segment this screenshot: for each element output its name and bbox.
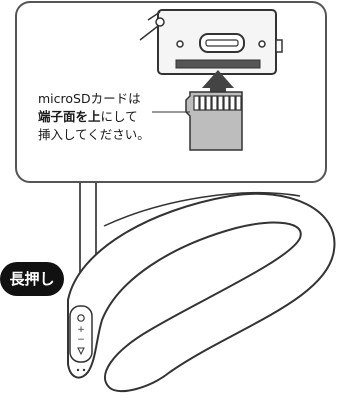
device-control-buttons: + − [69,305,93,372]
long-press-badge: 長押し [0,262,64,296]
neckband-speaker [67,192,336,393]
microsd-card [185,91,243,151]
instruction-line-1: microSDカードは [38,91,141,106]
svg-text:−: − [77,335,85,345]
insert-arrow-icon [202,70,234,96]
instruction-line-3: 挿入してください。 [38,127,150,142]
callout-instruction-text: microSDカードは 端子面を上にして 挿入してください。 [38,90,188,144]
svg-text:+: + [77,325,85,335]
instruction-line-2-rest: にして [100,109,138,124]
card-slot-panel [139,9,283,75]
instruction-line-2: 端子面を上にして [38,108,188,126]
instruction-emphasis: 端子面を上 [38,109,101,124]
